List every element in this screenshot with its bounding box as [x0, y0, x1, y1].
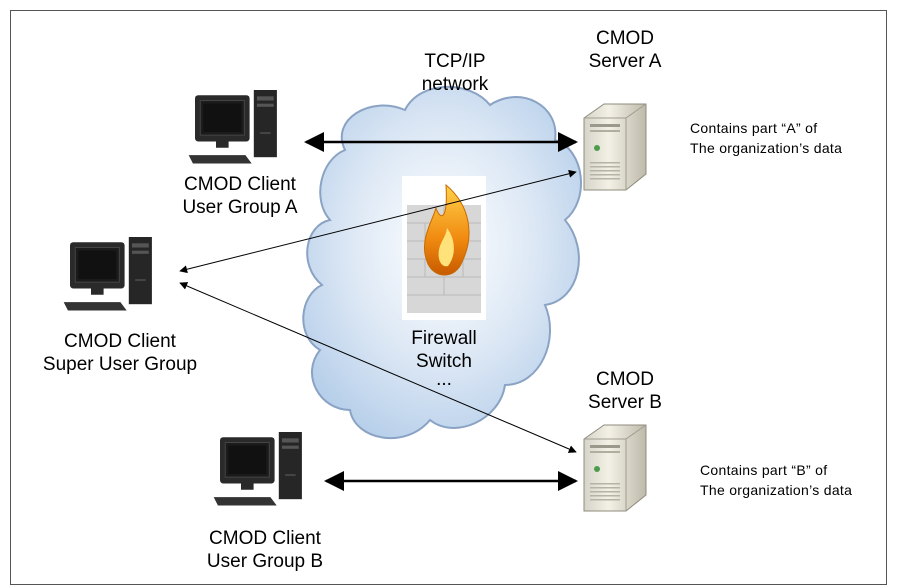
server-a-title: CMOD Server A	[575, 27, 675, 73]
client-b-label-line1: CMOD Client	[209, 528, 321, 549]
desktop-computer-icon-group-b	[213, 431, 303, 507]
server-a-title-line2: Server A	[588, 51, 662, 72]
firewall-label-line1: Firewall	[411, 328, 477, 349]
client-b-label-line2: User Group B	[206, 551, 324, 572]
client-a-label-line1: CMOD Client	[184, 174, 296, 195]
client-super-label: CMOD Client Super User Group	[20, 330, 220, 376]
client-a-label: CMOD Client User Group A	[160, 173, 320, 219]
network-label: TCP/IP network	[405, 50, 505, 96]
network-label-line1: TCP/IP	[424, 51, 486, 72]
server-a-note-line1: Contains part “A” of	[690, 120, 818, 136]
arrow-super-server-b	[179, 282, 577, 453]
server-b-note-line1: Contains part “B” of	[700, 462, 828, 478]
server-tower-icon-b	[583, 424, 647, 512]
firewall-label-line3: ...	[436, 369, 452, 390]
server-a-note: Contains part “A” of The organization’s …	[690, 118, 842, 158]
diagram-frame	[10, 10, 887, 585]
server-a-title-line1: CMOD	[595, 28, 655, 49]
arrow-super-server-a	[179, 169, 577, 274]
client-super-label-line1: CMOD Client	[64, 331, 176, 352]
server-b-note-line2: The organization’s data	[700, 482, 853, 498]
server-tower-icon-a	[583, 103, 647, 191]
server-b-title-line2: Server B	[588, 392, 662, 413]
server-b-title-line1: CMOD	[595, 369, 655, 390]
server-b-title: CMOD Server B	[575, 368, 675, 414]
network-label-line2: network	[421, 74, 489, 95]
server-a-note-line2: The organization’s data	[690, 140, 843, 156]
connection-arrows	[179, 132, 578, 491]
client-super-label-line2: Super User Group	[42, 354, 198, 375]
firewall-label-line2: Switch	[416, 351, 472, 372]
server-b-note: Contains part “B” of The organization’s …	[700, 460, 852, 500]
desktop-computer-icon-group-a	[188, 89, 278, 165]
desktop-computer-icon-super	[63, 236, 153, 312]
firewall-label: Firewall Switch ...	[394, 327, 494, 390]
client-a-label-line2: User Group A	[182, 197, 298, 218]
client-b-label: CMOD Client User Group B	[185, 527, 345, 573]
